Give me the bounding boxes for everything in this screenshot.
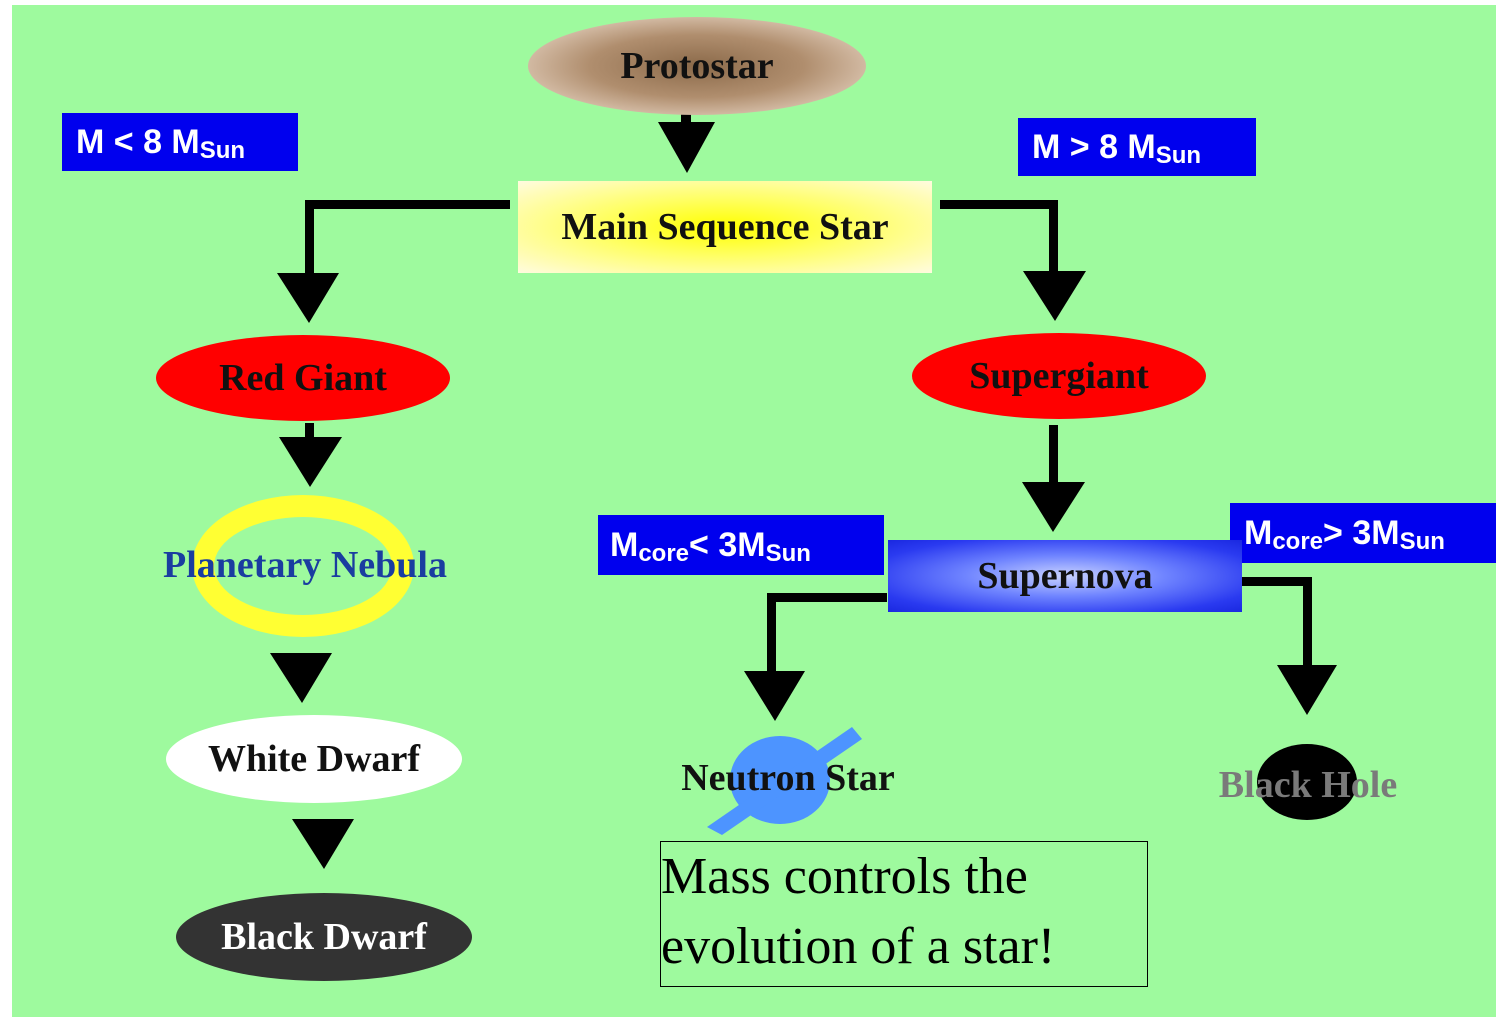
- arrow-wd-head: [292, 819, 354, 869]
- arrow-protostar-stem: [681, 105, 691, 125]
- condition-core-high-msub: core: [1272, 528, 1324, 555]
- arrow-right-horizontal: [940, 200, 1058, 209]
- supergiant-node: Supergiant: [912, 333, 1206, 419]
- arrow-left-horizontal: [305, 200, 510, 209]
- supernova-node: Supernova: [888, 540, 1242, 612]
- condition-high-mass-sub: Sun: [1155, 142, 1202, 169]
- condition-core-low-m: M: [610, 525, 639, 564]
- arrow-bh-stem: [1303, 577, 1312, 669]
- arrow-ns-stem: [767, 593, 776, 678]
- condition-core-low-rest: < 3M: [689, 525, 766, 564]
- black-dwarf-node: Black Dwarf: [176, 893, 472, 981]
- white-dwarf-node: White Dwarf: [166, 715, 462, 803]
- white-dwarf-label: White Dwarf: [207, 738, 421, 780]
- condition-core-high-rest: > 3M: [1323, 513, 1400, 552]
- condition-high-mass-text: M > 8 M: [1032, 127, 1156, 166]
- condition-low-mass-text: M < 8 M: [76, 122, 200, 161]
- condition-low-mass-sub: Sun: [199, 137, 246, 164]
- black-hole-label: Black Hole: [1218, 764, 1398, 806]
- arrow-rg-head: [279, 437, 342, 487]
- main-sequence-label: Main Sequence Star: [561, 206, 889, 248]
- caption-box: Mass controls the evolution of a star!: [660, 841, 1148, 987]
- planetary-nebula-node: Planetary Nebula: [148, 535, 462, 595]
- red-giant-label: Red Giant: [219, 357, 387, 399]
- black-hole-node: Black Hole: [1208, 757, 1408, 813]
- arrow-right-stem: [1049, 200, 1058, 275]
- arrow-right-head: [1023, 271, 1086, 321]
- arrow-sg-head: [1022, 482, 1085, 532]
- caption-line-2: evolution of a star!: [661, 918, 1056, 975]
- arrow-ns-head: [744, 671, 805, 721]
- arrow-rg-stem: [305, 423, 314, 445]
- protostar-node: Protostar: [528, 17, 866, 115]
- supergiant-label: Supergiant: [969, 355, 1149, 397]
- black-hole-shape: [1257, 744, 1357, 820]
- arrow-bh-horizontal: [1242, 577, 1312, 586]
- condition-core-low-restsub: Sun: [765, 540, 811, 567]
- supernova-label: Supernova: [977, 555, 1153, 597]
- arrow-left-stem: [305, 200, 314, 280]
- red-giant-node: Red Giant: [156, 335, 450, 421]
- condition-core-high-m: M: [1244, 513, 1273, 552]
- neutron-star-node: Neutron Star: [668, 750, 908, 806]
- caption-line-1: Mass controls the: [661, 848, 1028, 905]
- condition-core-high-restsub: Sun: [1399, 528, 1445, 555]
- arrow-bh-head: [1277, 665, 1337, 715]
- arrow-left-head: [277, 273, 339, 323]
- neutron-star-beam: [707, 727, 862, 835]
- arrow-pn-head: [270, 653, 332, 703]
- protostar-label: Protostar: [620, 45, 774, 87]
- neutron-star-label: Neutron Star: [681, 757, 895, 799]
- condition-core-low-msub: core: [638, 540, 690, 567]
- black-dwarf-label: Black Dwarf: [221, 916, 427, 958]
- arrow-sg-stem: [1049, 425, 1058, 487]
- planetary-nebula-label: Planetary Nebula: [163, 544, 447, 586]
- main-sequence-node: Main Sequence Star: [518, 181, 932, 273]
- arrow-protostar-head: [658, 122, 715, 173]
- flow-arrows: [270, 105, 1357, 869]
- arrow-ns-horizontal: [767, 593, 887, 602]
